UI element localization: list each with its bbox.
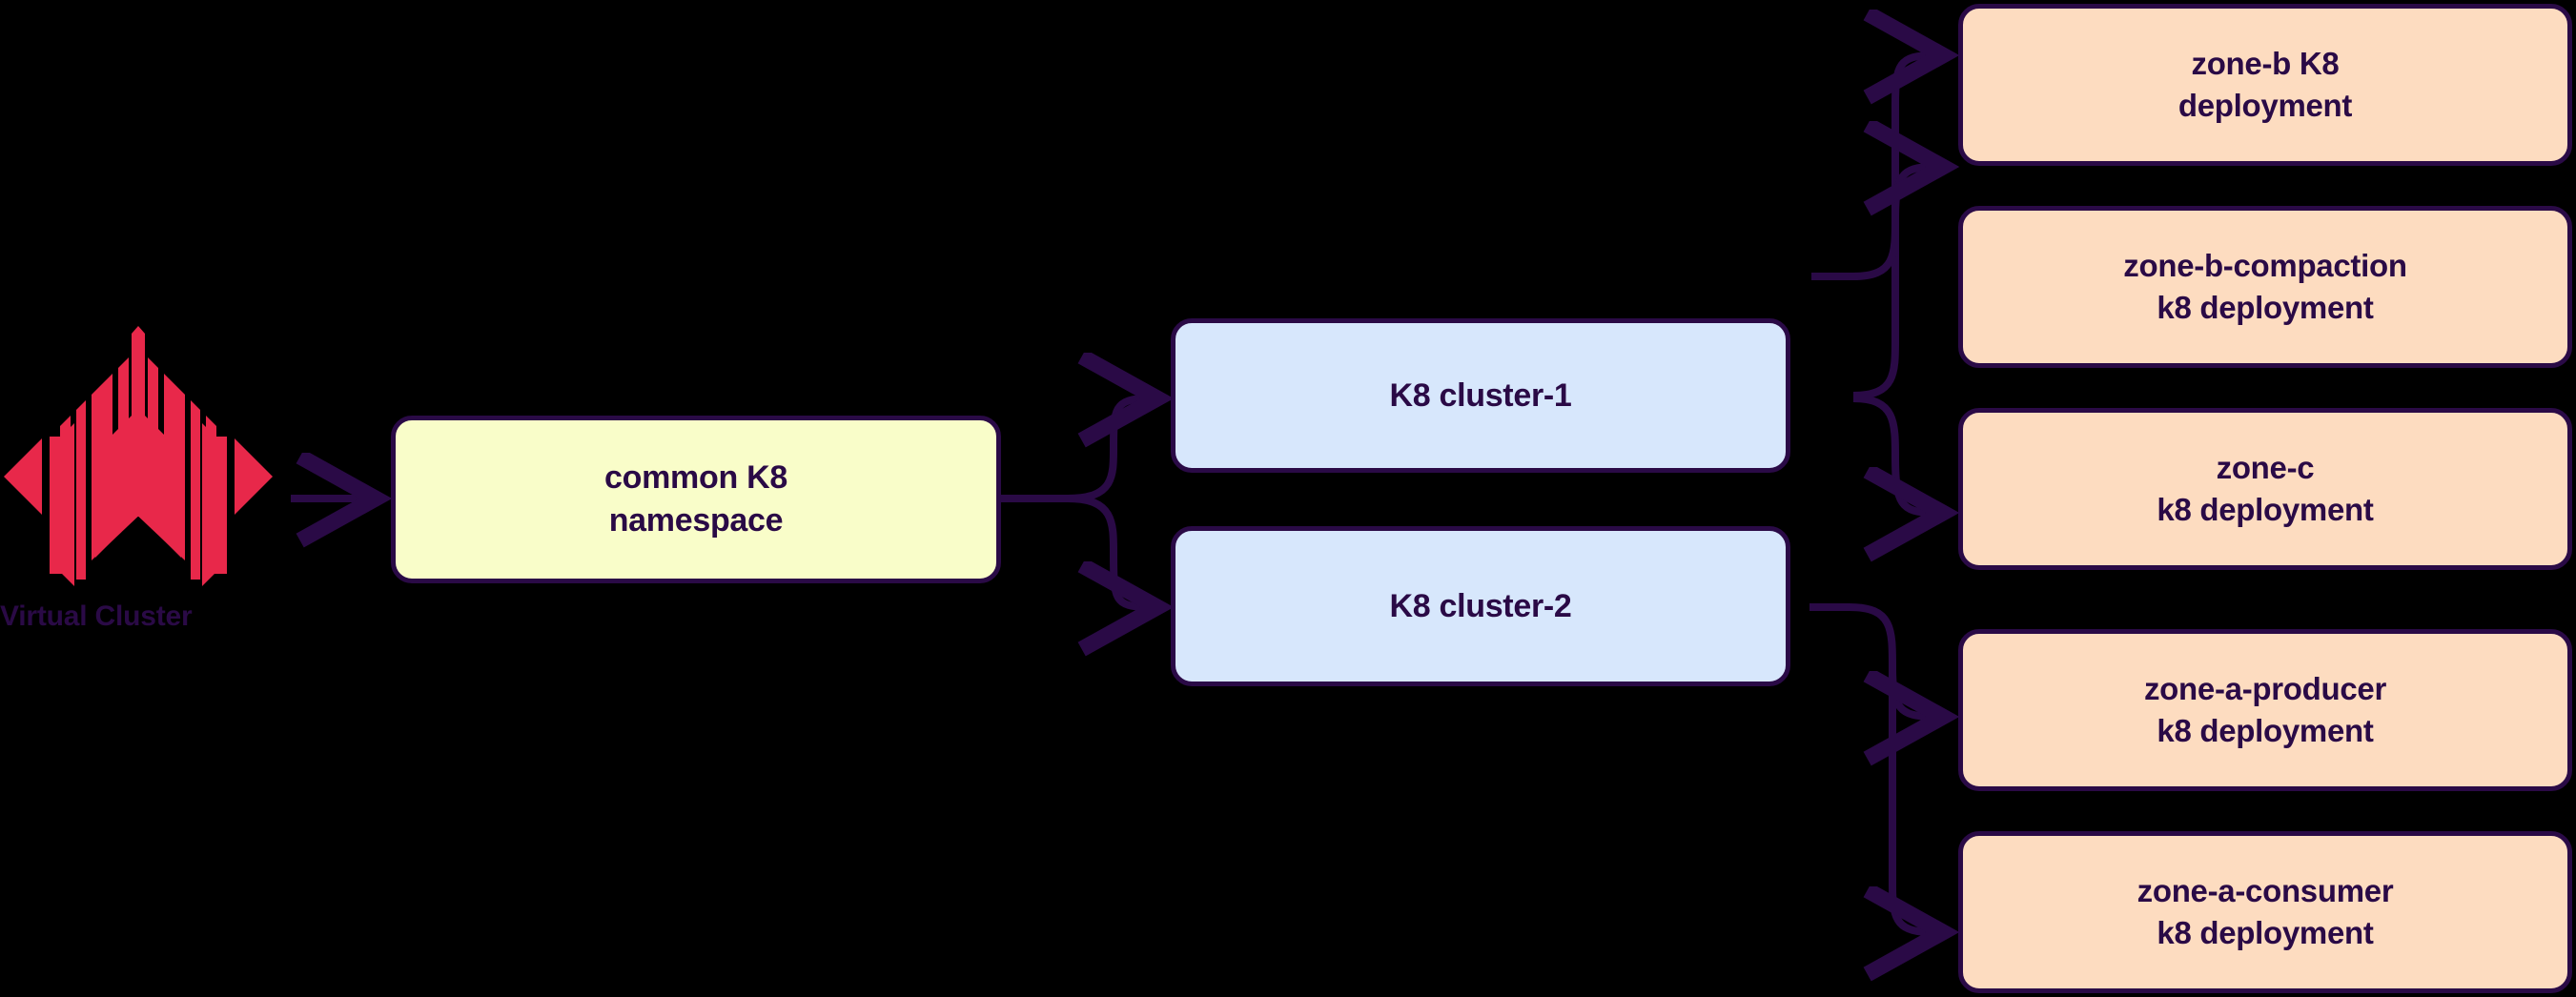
node-k8-cluster-1[interactable]: K8 cluster-1 <box>1171 318 1790 473</box>
node-label: K8 cluster-2 <box>1389 587 1572 624</box>
node-zone-b-k8-deployment[interactable]: zone-b K8 deployment <box>1958 4 2572 166</box>
edge-cluster1-to-zone-b-compaction <box>1811 167 1947 280</box>
node-label: common K8 namespace <box>604 459 787 539</box>
node-label: zone-b-compaction k8 deployment <box>2123 248 2407 325</box>
node-zone-b-compaction-k8-deployment[interactable]: zone-b-compaction k8 deployment <box>1958 206 2572 368</box>
virtual-cluster-logo-icon <box>4 326 273 586</box>
edge-namespace-to-cluster1 <box>1001 398 1161 502</box>
edge-cluster1-to-zone-b <box>1852 55 1947 399</box>
source-caption: Virtual Cluster <box>0 600 193 632</box>
edge-cluster2-to-zone-a-consumer <box>1892 667 1947 932</box>
source-node: Virtual Cluster <box>0 315 286 658</box>
edge-cluster1-to-zone-c <box>1852 395 1947 513</box>
node-common-k8-namespace[interactable]: common K8 namespace <box>391 416 1001 583</box>
node-label: zone-a-consumer k8 deployment <box>2136 873 2394 950</box>
node-label: zone-c k8 deployment <box>2157 450 2374 527</box>
edge-cluster2-to-zone-a-producer <box>1809 603 1947 717</box>
node-zone-a-consumer-k8-deployment[interactable]: zone-a-consumer k8 deployment <box>1958 831 2572 993</box>
node-label: zone-b K8 deployment <box>2177 46 2353 123</box>
node-k8-cluster-2[interactable]: K8 cluster-2 <box>1171 526 1790 686</box>
node-label: K8 cluster-1 <box>1389 376 1572 414</box>
node-zone-c-k8-deployment[interactable]: zone-c k8 deployment <box>1958 408 2572 570</box>
node-zone-a-producer-k8-deployment[interactable]: zone-a-producer k8 deployment <box>1958 629 2572 791</box>
edge-namespace-to-cluster2 <box>1067 495 1161 607</box>
node-label: zone-a-producer k8 deployment <box>2143 671 2387 748</box>
